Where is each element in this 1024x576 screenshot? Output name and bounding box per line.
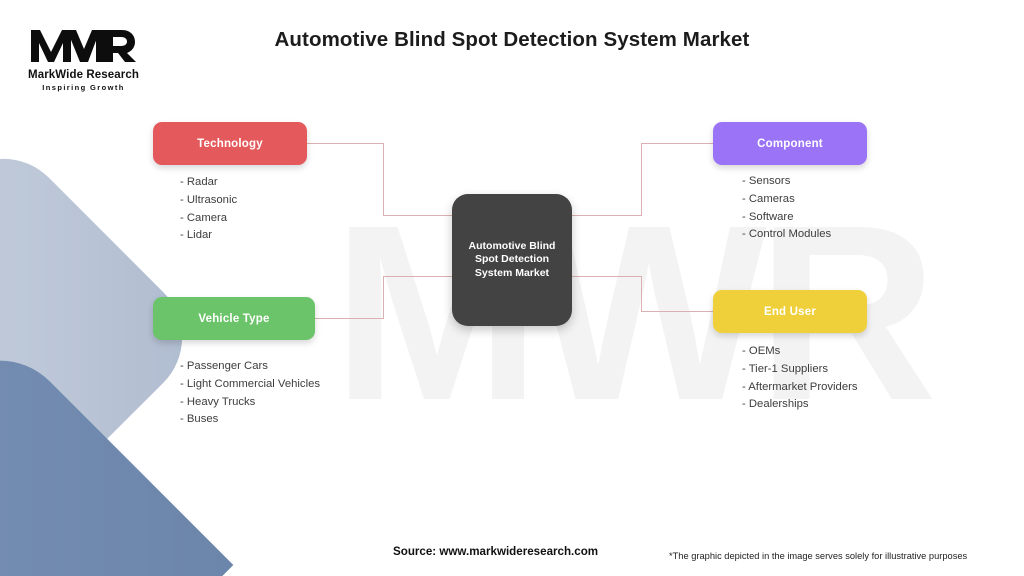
list-item: - Cameras <box>742 192 795 205</box>
list-item: - Lidar <box>180 229 213 242</box>
branch-label-vehicle-type: Vehicle Type <box>198 312 270 325</box>
list-item: - Control Modules <box>742 228 832 241</box>
branch-items-component: - Sensors - Cameras - Software - Control… <box>742 173 831 244</box>
list-item: - Buses <box>180 413 219 426</box>
list-item: - Radar <box>180 176 218 188</box>
center-node-label: Automotive Blind Spot Detection System M… <box>461 240 564 281</box>
connector-component-h2 <box>641 143 714 144</box>
connector-vehicle-h2 <box>383 276 453 277</box>
connector-technology-h2 <box>383 215 453 216</box>
list-item: - Heavy Trucks <box>180 395 256 408</box>
center-node-line: Automotive Blind <box>468 239 556 252</box>
connector-enduser-h2 <box>641 311 714 312</box>
branch-node-technology[interactable]: Technology <box>153 122 307 165</box>
branch-node-vehicle-type[interactable]: Vehicle Type <box>153 297 315 340</box>
branch-label-technology: Technology <box>197 137 263 150</box>
mwr-watermark: MWR <box>332 173 938 452</box>
list-item: - Dealerships <box>742 398 809 411</box>
connector-vehicle-v <box>383 276 384 319</box>
logo-tagline: Inspiring Growth <box>42 83 125 92</box>
list-item: - Sensors <box>742 175 791 187</box>
center-node[interactable]: Automotive Blind Spot Detection System M… <box>452 194 572 326</box>
branch-items-end-user: - OEMs - Tier-1 Suppliers - Aftermarket … <box>742 343 858 414</box>
list-item: - Light Commercial Vehicles <box>180 377 321 390</box>
center-node-line: System Market <box>474 266 550 279</box>
center-node-line: Spot Detection <box>474 253 550 266</box>
branch-label-end-user: End User <box>763 305 817 318</box>
logo: MarkWide Research Inspiring Growth <box>16 22 151 92</box>
decorative-shape-light <box>0 132 209 550</box>
list-item: - Aftermarket Providers <box>742 380 858 393</box>
connector-enduser-h1 <box>572 276 642 277</box>
list-item: - Camera <box>180 211 228 224</box>
branch-node-end-user[interactable]: End User <box>713 290 867 333</box>
list-item: - OEMs <box>742 345 781 357</box>
mwr-logo-icon <box>30 30 136 62</box>
list-item: - Tier-1 Suppliers <box>742 362 829 375</box>
branch-node-component[interactable]: Component <box>713 122 867 165</box>
connector-component-v <box>641 143 642 216</box>
branch-items-technology: - Radar - Ultrasonic - Camera - Lidar <box>180 174 237 245</box>
branch-label-component: Component <box>757 137 823 150</box>
connector-technology-v <box>383 143 384 215</box>
list-item: - Ultrasonic <box>180 193 238 206</box>
connector-component-h1 <box>572 215 642 216</box>
list-item: - Software <box>742 210 794 223</box>
logo-name: MarkWide Research <box>28 69 139 81</box>
branch-items-vehicle-type: - Passenger Cars - Light Commercial Vehi… <box>180 358 320 429</box>
disclaimer-text: *The graphic depicted in the image serve… <box>669 551 968 561</box>
connector-vehicle-h1 <box>315 318 384 319</box>
list-item: - Passenger Cars <box>180 360 268 372</box>
connector-technology-h1 <box>307 143 383 144</box>
page-title: Automotive Blind Spot Detection System M… <box>274 28 750 51</box>
source-text: Source: www.markwideresearch.com <box>393 545 599 558</box>
connector-enduser-v <box>641 276 642 312</box>
